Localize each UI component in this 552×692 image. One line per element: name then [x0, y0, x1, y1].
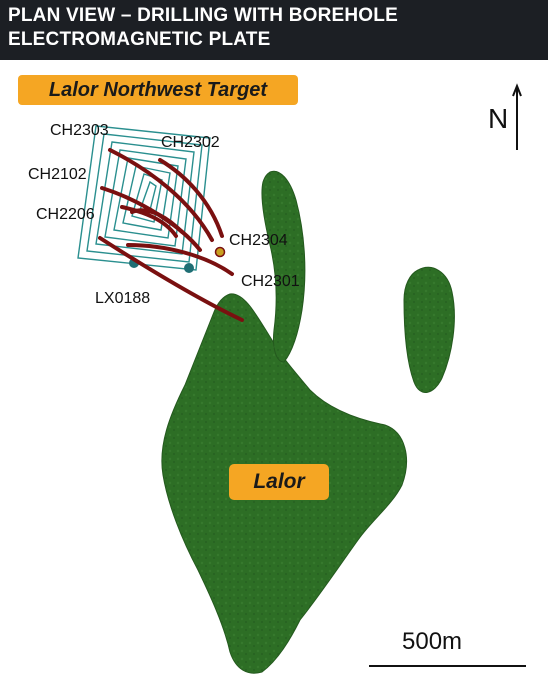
hole-label-ch2301: CH2301	[241, 273, 300, 290]
title-line-2: ELECTROMAGNETIC PLATE	[8, 29, 271, 50]
trace-ch2302	[158, 158, 224, 238]
hole-label-ch2303: CH2303	[50, 122, 109, 139]
em-plate-marker	[184, 263, 194, 273]
trace-ch2206	[120, 205, 178, 238]
east-lens-orebody	[403, 266, 455, 393]
trace-ch2304	[126, 243, 234, 276]
north-arm-orebody	[261, 170, 306, 363]
hole-label-ch2206: CH2206	[36, 206, 95, 223]
north-arrow-icon	[512, 83, 522, 150]
trace-ch2303	[108, 148, 214, 242]
hole-label-lx0188: LX0188	[95, 290, 151, 307]
scale-bar-label: 500m	[402, 628, 463, 655]
north-label: N	[488, 103, 509, 134]
ch2304-endpoint-marker	[214, 246, 226, 258]
hole-label-ch2302: CH2302	[161, 134, 220, 151]
hole-label-ch2102: CH2102	[28, 166, 87, 183]
trace-ch2206b	[130, 208, 184, 234]
hole-label-ch2304: CH2304	[229, 232, 288, 249]
deposit-label: Lalor	[229, 464, 329, 500]
map-canvas	[77, 83, 526, 674]
target-label: Lalor Northwest Target	[18, 75, 298, 105]
trace-lx0188	[98, 236, 244, 322]
title-line-1: PLAN VIEW – DRILLING WITH BOREHOLE	[8, 5, 398, 26]
drill-traces	[98, 148, 244, 322]
title-banner: PLAN VIEW – DRILLING WITH BOREHOLE ELECT…	[0, 0, 548, 60]
